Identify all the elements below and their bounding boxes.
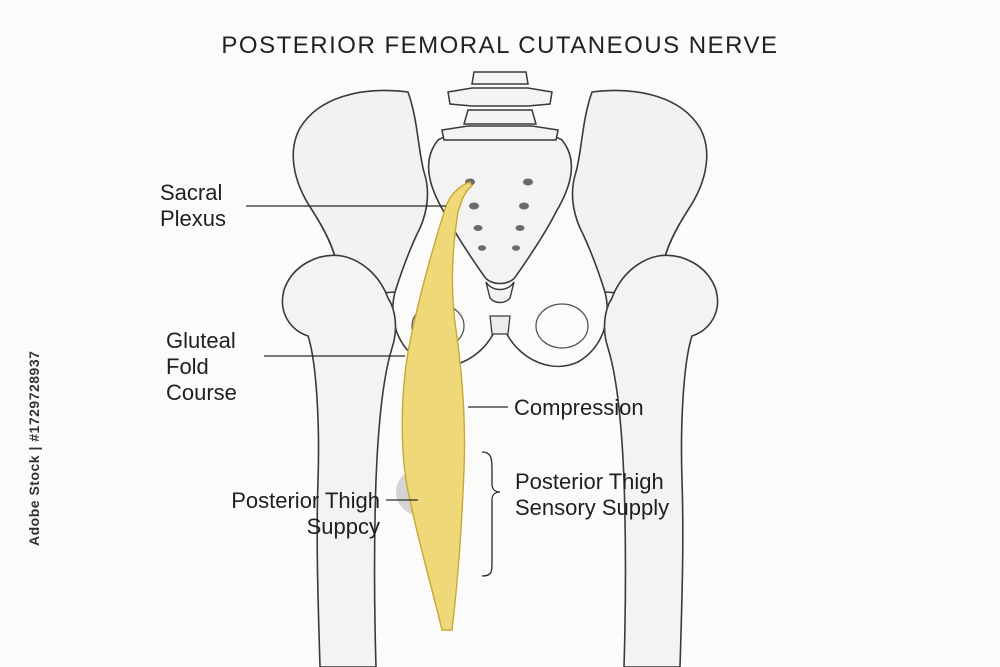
posterior-thigh-sensory-supply-label: Posterior Thigh Sensory Supply	[515, 469, 670, 520]
left-femur	[281, 254, 397, 667]
page-title: POSTERIOR FEMORAL CUTANEOUS NERVE	[221, 32, 779, 59]
lumbar-vertebrae	[441, 71, 559, 141]
posterior-femoral-cutaneous-nerve	[401, 181, 473, 631]
leader-lines	[246, 205, 508, 577]
thigh-supply-bracket	[481, 451, 501, 577]
sacral-foramina	[465, 178, 533, 251]
right-femur	[603, 254, 719, 667]
gluteal-fold-label: Gluteal Fold Course	[166, 328, 237, 405]
pubic-symphysis	[489, 315, 511, 335]
sacral-plexus-label: Sacral Plexus	[160, 180, 227, 231]
coccyx	[485, 281, 515, 304]
compression-label: Compression	[514, 395, 644, 420]
right-obturator-foramen	[535, 303, 589, 349]
posterior-thigh-suppcy-label: Posterior Thigh Suppcy	[231, 488, 380, 539]
